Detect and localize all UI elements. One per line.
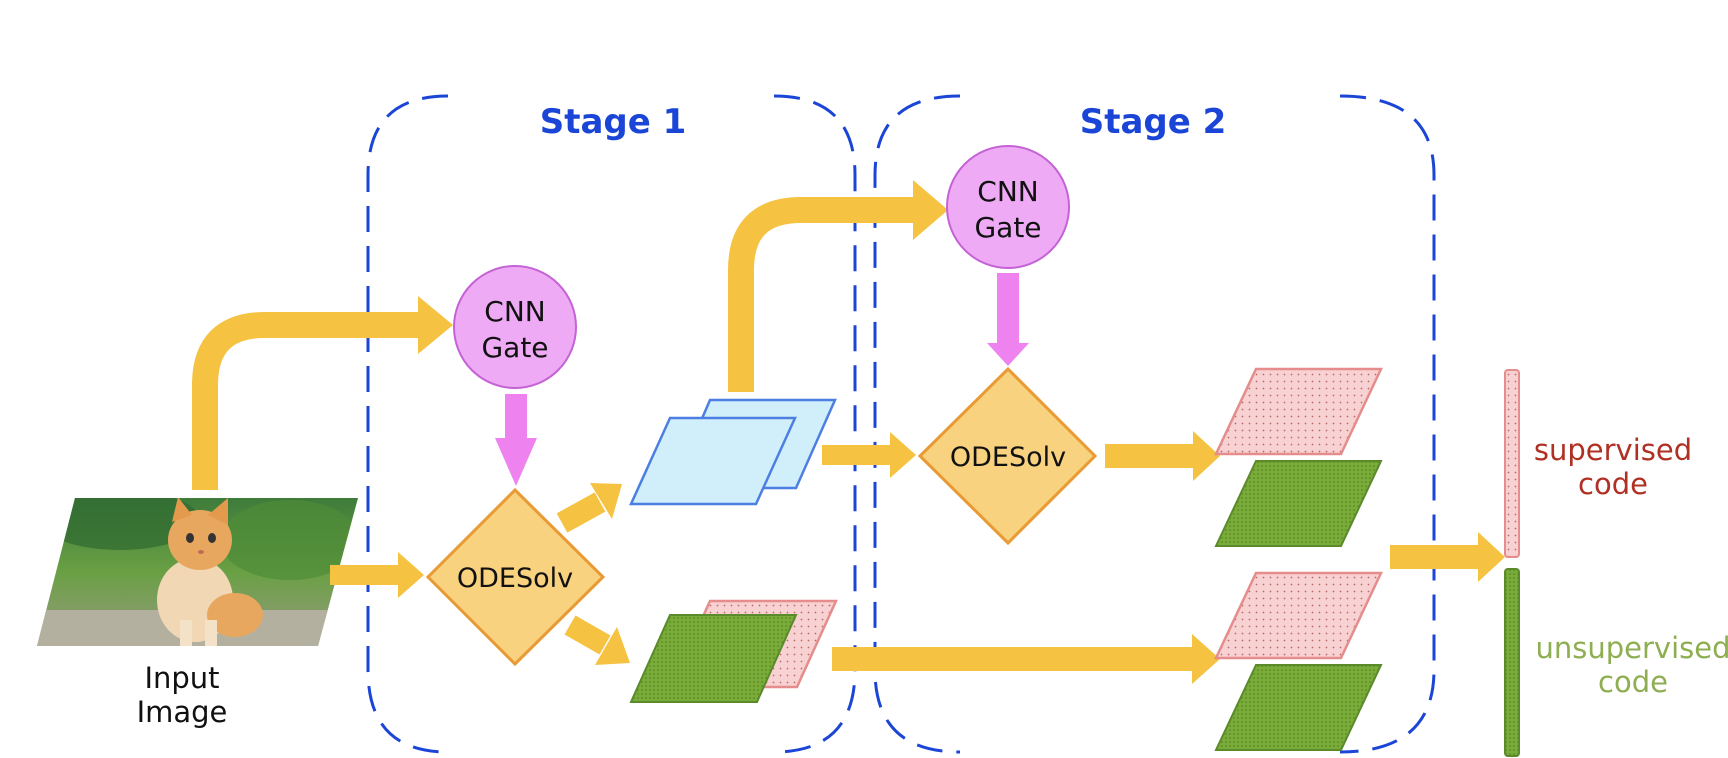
arrow-ode1-to-maps: [564, 615, 630, 665]
gate-arrow-head-1: [495, 438, 537, 486]
cnn-gate-1-line1: CNN: [484, 295, 545, 328]
gate-arrow-2: [997, 273, 1019, 347]
unsupervised-label-line2: code: [1598, 665, 1668, 699]
gate-arrow-head-2: [987, 343, 1029, 366]
input-label-line2: Image: [137, 695, 228, 729]
arrow-ode1-to-blue: [556, 483, 622, 533]
stage2-lower-maps: [1214, 571, 1383, 751]
cnn-gate-2: CNN Gate: [946, 145, 1070, 269]
gate-arrow-1: [505, 394, 527, 442]
arrow-head-ode2: [890, 432, 916, 478]
stage1-code-maps: [629, 599, 838, 703]
arrow-head-long-bottom: [1192, 634, 1220, 684]
arrow-ode2-to-maps: [1105, 444, 1195, 468]
input-label-line1: Input: [144, 661, 219, 695]
input-image: [37, 498, 358, 646]
blue-feature-maps: [629, 398, 837, 506]
ode-solver-2: ODESolv: [917, 366, 1098, 546]
arrow-to-gate2: [728, 197, 915, 392]
stage2-upper-maps: [1214, 367, 1383, 547]
unsupervised-label-line1: unsupervised: [1536, 631, 1728, 665]
supervised-label-line2: code: [1578, 467, 1648, 501]
cnn-gate-1-line2: Gate: [481, 331, 548, 364]
cnn-gate-2-line1: CNN: [977, 175, 1038, 208]
stage-1-box: [366, 94, 857, 754]
cnn-gate-1: CNN Gate: [453, 265, 577, 389]
arrow-head-gate1: [418, 296, 453, 354]
arrow-blue-to-ode2: [822, 445, 892, 465]
unsupervised-code-bar: [1504, 568, 1520, 757]
arrow-long-bottom: [832, 647, 1194, 671]
arrow-to-codes: [1390, 545, 1480, 569]
ode-solver-2-label: ODESolv: [950, 442, 1066, 473]
supervised-label-line1: supervised: [1534, 433, 1692, 467]
arrow-input-to-ode1: [330, 565, 400, 585]
stage-2-title: Stage 2: [1080, 102, 1227, 142]
supervised-code-bar: [1504, 369, 1520, 558]
stage-2-box: [873, 94, 1436, 754]
arrow-head-gate2: [913, 180, 948, 240]
cnn-gate-2-line2: Gate: [974, 211, 1041, 244]
ode-solver-1: ODESolv: [425, 487, 606, 667]
arrow-head-codes: [1478, 532, 1505, 582]
stage-1-title: Stage 1: [540, 102, 687, 142]
arrow-input-to-gate1: [192, 312, 420, 490]
arrow-head-ode2-maps: [1193, 431, 1220, 481]
arrow-head-ode1: [398, 552, 424, 598]
ode-solver-1-label: ODESolv: [457, 563, 573, 594]
